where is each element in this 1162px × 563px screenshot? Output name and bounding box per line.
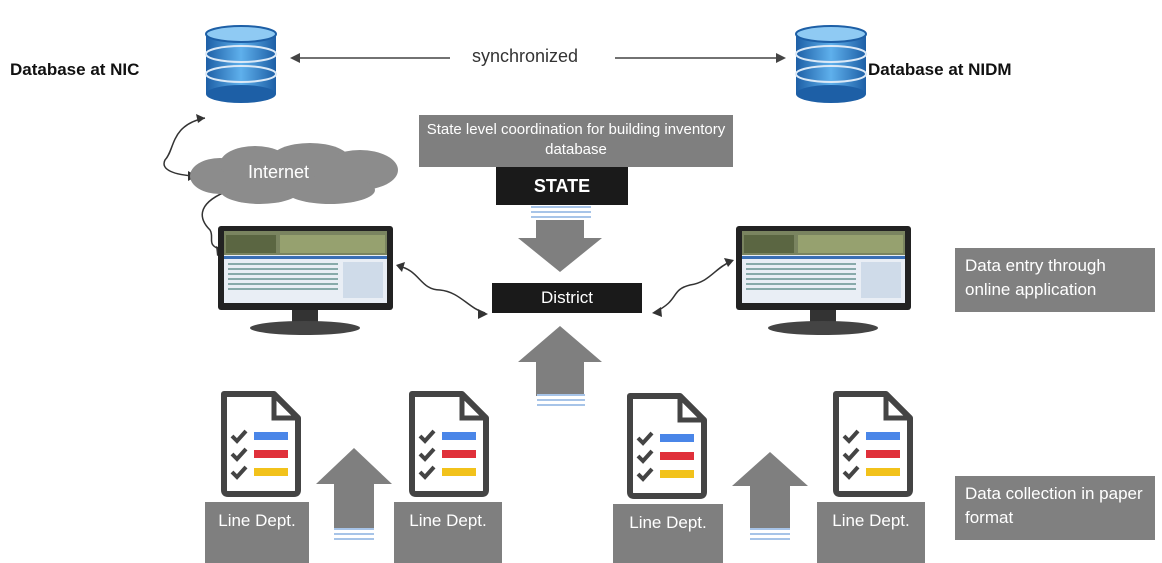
data-collection-label: Data collection in paper format [955,476,1155,540]
data-entry-label: Data entry through online application [955,248,1155,312]
checklist-icon-4 [833,391,913,497]
arrow-up-icon [518,326,602,396]
arrow-stripes-right [750,528,790,540]
line-dept-1: Line Dept. [205,502,309,563]
arrow-up-icon-right [732,452,808,528]
state-box: STATE [496,167,628,205]
arrow-stripes-left [334,528,374,540]
district-box: District [492,283,642,313]
arrow-up-icon-left [316,448,392,528]
monitor-icon-left [218,226,393,335]
line-dept-4: Line Dept. [817,502,925,563]
database-label-nic: Database at NIC [10,60,140,79]
monitor-icon-right [736,226,911,335]
database-label-nidm: Database at NIDM [868,60,1012,79]
line-dept-2: Line Dept. [394,502,502,563]
database-icon-nidm [795,25,867,103]
sync-label: synchronized [472,46,579,66]
database-icon-nic [205,25,277,103]
state-caption: State level coordination for building in… [419,115,733,167]
internet-label: Internet [248,162,310,182]
sync-arrow [290,53,786,63]
line-dept-3: Line Dept. [613,504,723,563]
district-stripes [537,394,585,406]
state-stripes [531,206,591,218]
checklist-icon-2 [409,391,489,497]
checklist-icon-1 [221,391,301,497]
arrow-down-icon [518,220,602,272]
cloud-icon [190,143,398,204]
checklist-icon-3 [627,393,707,499]
